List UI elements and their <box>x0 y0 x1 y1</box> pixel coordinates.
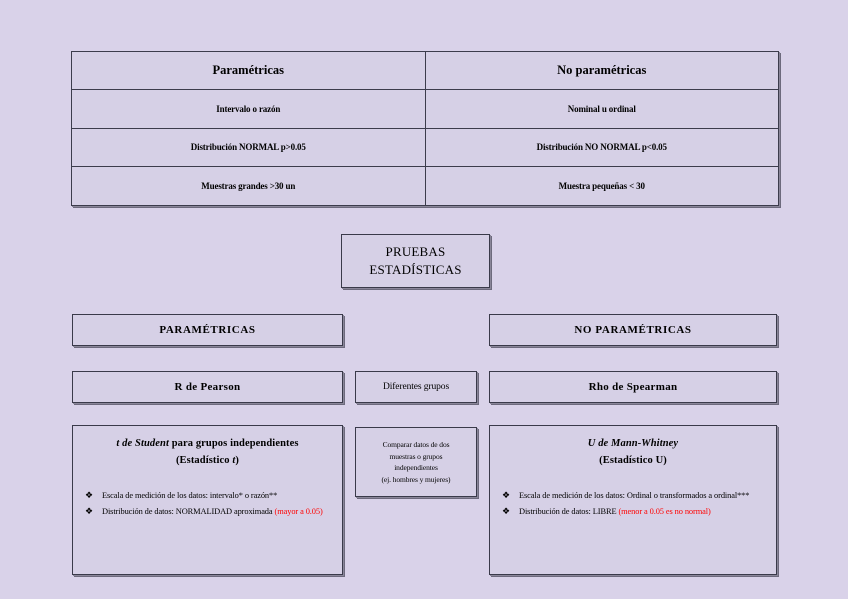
student-bullet-2-red: (mayor a 0.05) <box>274 507 323 516</box>
list-item: ❖ Escala de medición de los datos: interv… <box>83 489 332 503</box>
mann-bullet-list: ❖ Escala de medición de los datos: Ordina… <box>500 489 766 521</box>
middle-note-line-3: independientes <box>394 463 438 472</box>
table-cell-no-parametricas-distribution: Distribución NO NORMAL p<0.05 <box>424 127 779 168</box>
test-label-rho-de-spearman: Rho de Spearman <box>588 381 678 393</box>
diamond-bullet-icon: ❖ <box>85 506 93 516</box>
detail-box-u-de-mann-whitney: U de Mann-Whitney (Estadístico U) ❖ Escal… <box>489 425 777 575</box>
diamond-bullet-icon: ❖ <box>502 490 510 500</box>
student-subtitle-pre: (Estadístico <box>175 455 233 466</box>
list-item: ❖ Escala de medición de los datos: Ordina… <box>500 489 766 503</box>
table-cell-parametricas-distribution: Distribución NORMAL p>0.05 <box>71 127 426 168</box>
student-bullet-1-text: Escala de medición de los datos: interva… <box>102 491 278 500</box>
mann-title: U de Mann-Whitney (Estadístico U) <box>500 435 766 469</box>
mann-title-line-1: U de Mann-Whitney <box>500 435 766 452</box>
student-title-line-2: (Estadístico t) <box>83 452 332 469</box>
mann-bullet-2-red: (menor a 0.05 es no normal) <box>618 507 711 516</box>
student-title: t de Student para grupos independientes … <box>83 435 332 469</box>
table-header-row: Paramétricas No paramétricas <box>71 51 779 90</box>
family-label-parametricas: PARAMÉTRICAS <box>159 324 256 336</box>
table-cell-no-parametricas-scale: Nominal u ordinal <box>424 89 779 129</box>
middle-note-line-4: (ej. hombres y mujeres) <box>381 474 451 484</box>
student-title-line-1: t de Student para grupos independientes <box>83 435 332 452</box>
middle-note-line-1: Comparar datos de dos <box>382 440 450 449</box>
test-label-diferentes-grupos: Diferentes grupos <box>382 382 450 392</box>
table-header-no-parametricas: No paramétricas <box>424 51 779 90</box>
diamond-bullet-icon: ❖ <box>85 490 93 500</box>
test-box-r-de-pearson: R de Pearson <box>72 371 343 403</box>
student-bullet-2-text: Distribución de datos: NORMALIDAD aproxi… <box>102 507 275 516</box>
mann-bullet-2-text: Distribución de datos: LIBRE <box>519 507 619 516</box>
mann-subtitle-pre: (Estadístico U) <box>599 455 667 466</box>
student-subtitle-post: ) <box>235 455 240 466</box>
student-bullet-list: ❖ Escala de medición de los datos: interv… <box>83 489 332 521</box>
pruebas-estadisticas-box: PRUEBAS ESTADÍSTICAS <box>341 234 490 288</box>
table-cell-parametricas-scale: Intervalo o razón <box>71 89 426 129</box>
table-header-parametricas: Paramétricas <box>71 51 426 90</box>
pruebas-line-1: PRUEBAS <box>385 244 446 259</box>
family-box-parametricas: PARAMÉTRICAS <box>72 314 343 346</box>
table-row: Distribución NORMAL p>0.05 Distribución … <box>71 127 779 168</box>
detail-box-t-de-student: t de Student para grupos independientes … <box>72 425 343 575</box>
test-box-diferentes-grupos: Diferentes grupos <box>355 371 477 403</box>
mann-bullet-1-text: Escala de medición de los datos: Ordinal… <box>519 491 750 500</box>
student-subtitle-italic: t <box>232 455 236 466</box>
middle-note-box: Comparar datos de dos muestras o grupos … <box>355 427 477 497</box>
table-row: Muestras grandes >30 un Muestra pequeñas… <box>71 166 779 206</box>
student-title-rest: para grupos independientes <box>168 438 299 449</box>
table-cell-parametricas-sample: Muestras grandes >30 un <box>71 166 426 206</box>
table-row: Intervalo o razón Nominal u ordinal <box>71 89 779 129</box>
comparison-table: Paramétricas No paramétricas Intervalo o… <box>71 51 779 206</box>
list-item: ❖ Distribución de datos: LIBRE (menor a 0… <box>500 505 766 519</box>
table-cell-no-parametricas-sample: Muestra pequeñas < 30 <box>424 166 779 206</box>
diamond-bullet-icon: ❖ <box>502 506 510 516</box>
family-label-no-parametricas: NO PARAMÉTRICAS <box>574 324 692 336</box>
test-label-r-de-pearson: R de Pearson <box>174 381 241 393</box>
mann-title-line-2: (Estadístico U) <box>500 452 766 469</box>
test-box-rho-de-spearman: Rho de Spearman <box>489 371 777 403</box>
list-item: ❖ Distribución de datos: NORMALIDAD aprox… <box>83 505 332 519</box>
student-title-italic: t de Student <box>116 438 169 449</box>
family-box-no-parametricas: NO PARAMÉTRICAS <box>489 314 777 346</box>
pruebas-line-2: ESTADÍSTICAS <box>369 262 462 277</box>
middle-note-line-2: muestras o grupos <box>389 451 443 461</box>
mann-title-italic: U de Mann-Whitney <box>587 438 679 449</box>
